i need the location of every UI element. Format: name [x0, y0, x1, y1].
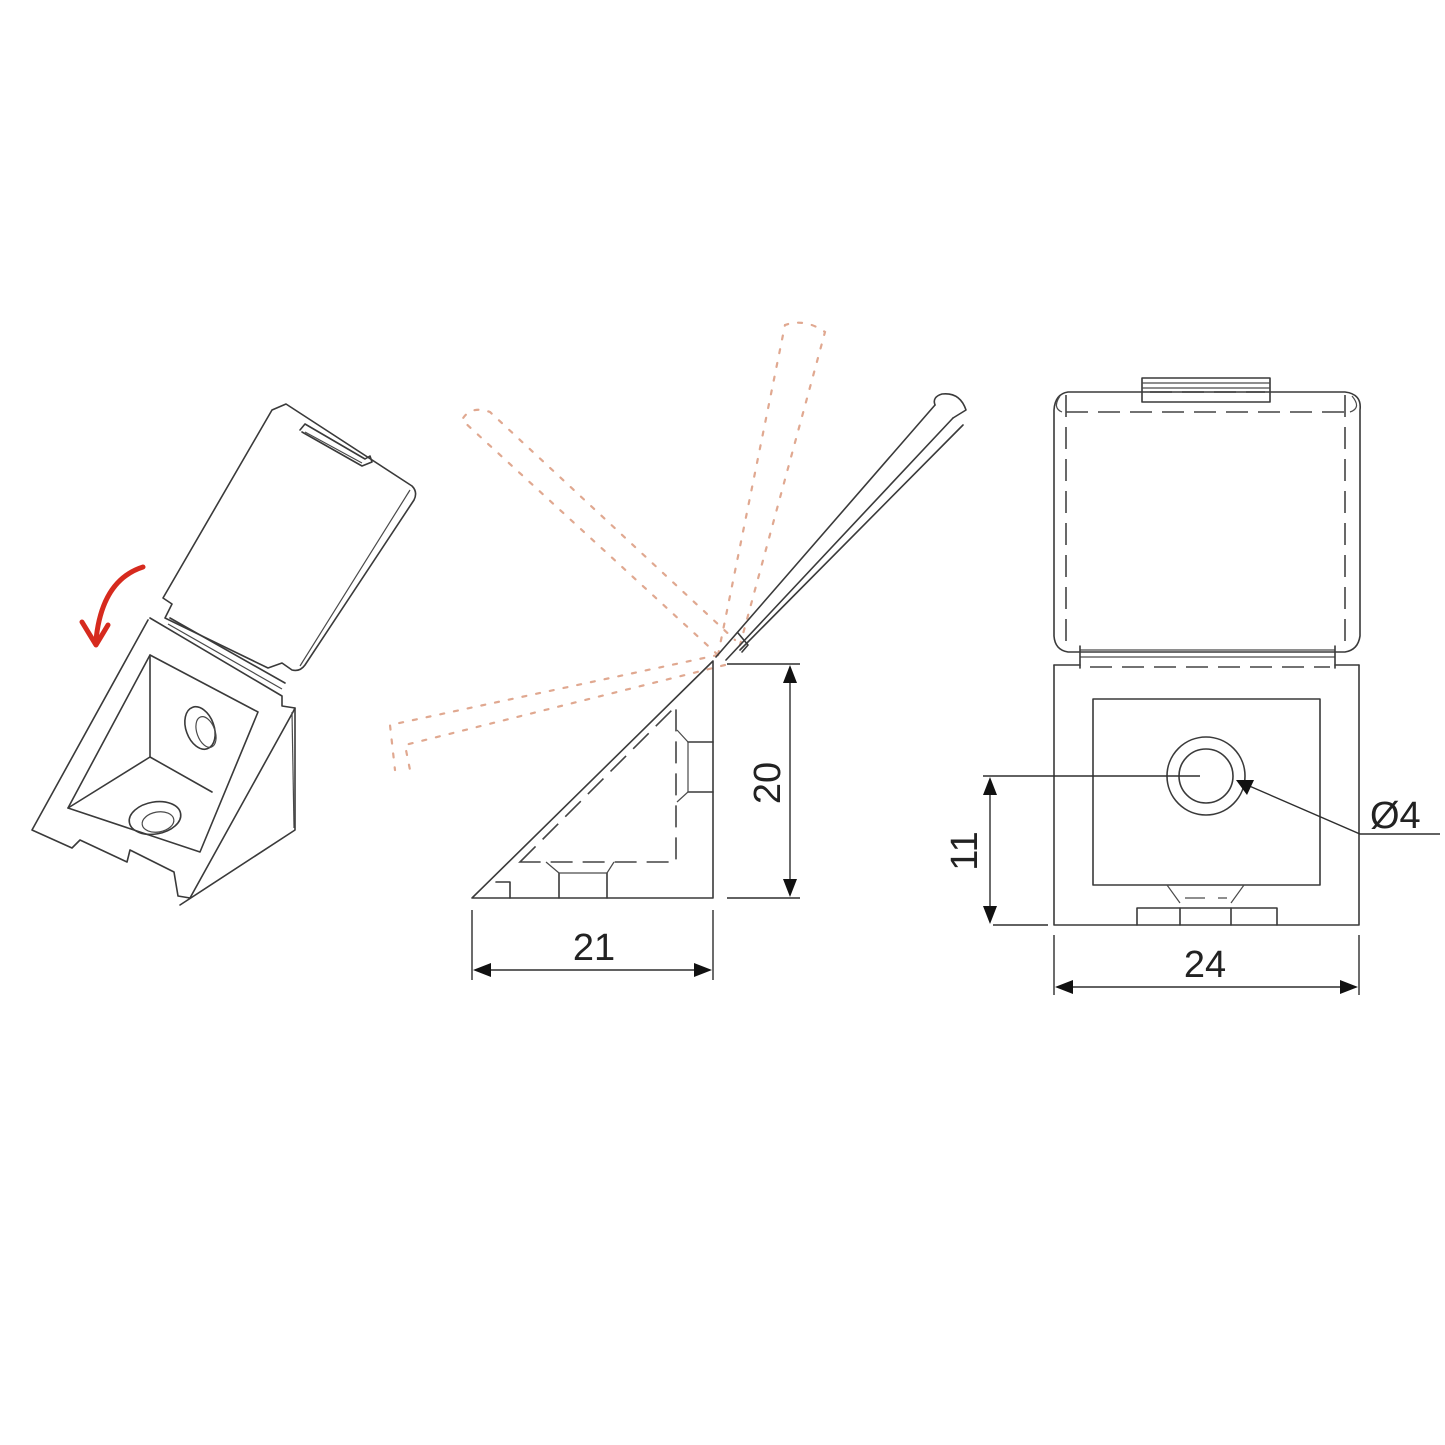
dim-side-height: 20 — [747, 762, 789, 804]
dim-hole-height: 11 — [944, 831, 986, 870]
dim-side-width: 21 — [573, 927, 615, 969]
dim-front-width: 24 — [1184, 944, 1226, 986]
isometric-view — [31, 403, 417, 906]
curved-arrow-down-icon — [93, 564, 146, 643]
front-view: 11 Ø4 24 — [944, 377, 1440, 995]
side-view: 20 21 — [388, 321, 967, 980]
dim-hole-diameter: Ø4 — [1370, 795, 1421, 837]
